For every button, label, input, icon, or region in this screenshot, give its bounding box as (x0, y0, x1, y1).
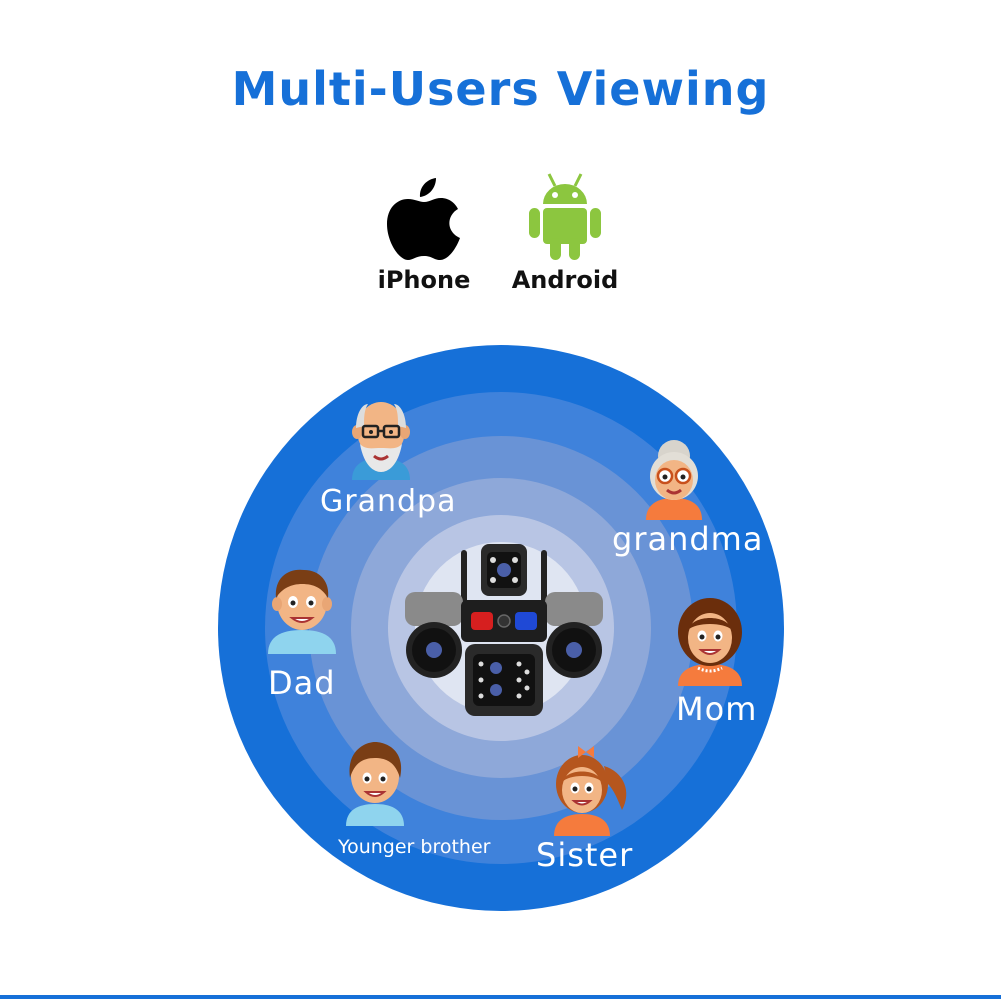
user-label-sister: Sister (536, 836, 634, 874)
bottom-divider (0, 995, 1001, 999)
android-label: Android (511, 266, 619, 294)
android-icon (529, 173, 601, 260)
user-label-grandma: grandma (612, 520, 764, 558)
user-label-younger-brother: Younger brother (338, 836, 491, 858)
mom-avatar-icon (678, 598, 742, 686)
security-camera-icon (405, 544, 603, 716)
user-label-dad: Dad (268, 664, 336, 702)
apple-icon (387, 178, 460, 260)
brother-avatar-icon (346, 742, 404, 826)
grandpa-avatar-icon (352, 402, 410, 480)
page-title: Multi-Users Viewing (231, 62, 770, 116)
iphone-label: iPhone (377, 266, 471, 294)
user-label-grandpa: Grandpa (320, 484, 457, 519)
user-label-mom: Mom (676, 690, 758, 728)
sister-avatar-icon (554, 746, 627, 836)
dad-avatar-icon (268, 569, 336, 654)
grandma-avatar-icon (646, 440, 702, 520)
